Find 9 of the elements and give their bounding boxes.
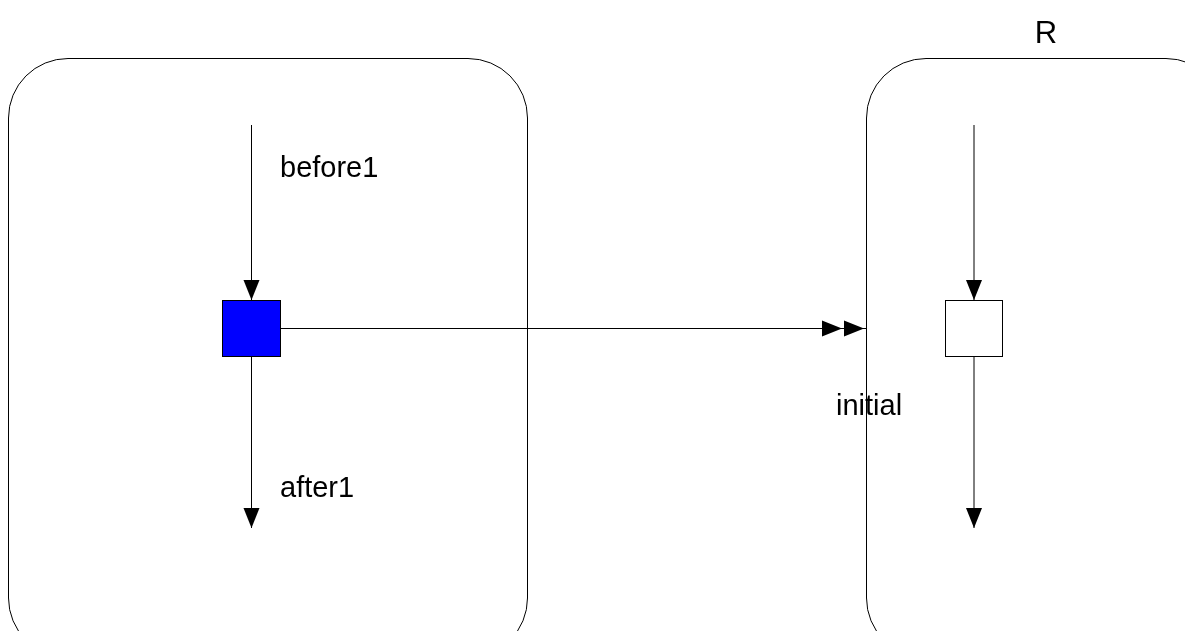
edge-label: before1 xyxy=(280,150,379,184)
arrow xyxy=(243,124,260,301)
step-square xyxy=(945,300,1003,357)
arrow xyxy=(966,124,982,301)
edge-label: after1 xyxy=(280,470,355,504)
step-square xyxy=(222,300,281,357)
arrow xyxy=(966,356,982,529)
state-name: R xyxy=(1033,15,1059,51)
arrow xyxy=(243,356,260,529)
